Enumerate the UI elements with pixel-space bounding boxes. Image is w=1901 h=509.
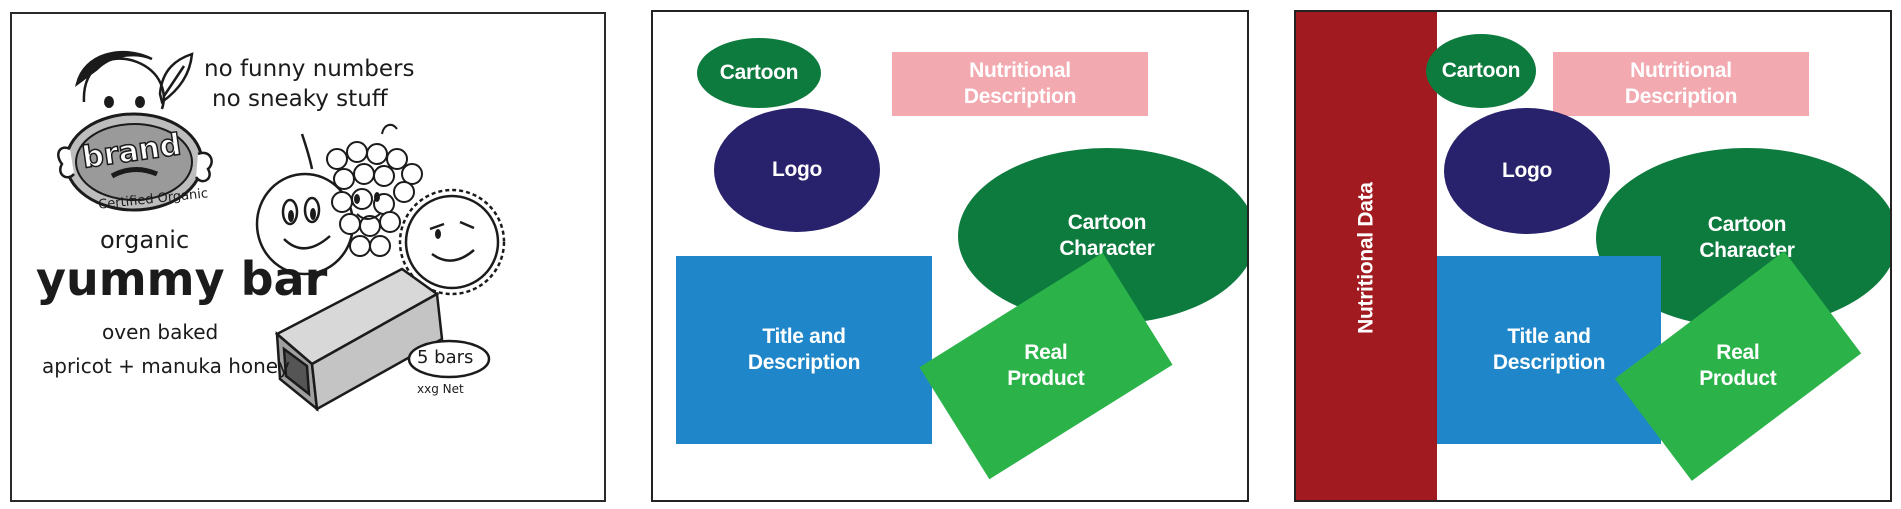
subtitle-line2: apricot + manuka honey: [42, 354, 290, 378]
boy-character-icon: [74, 50, 194, 110]
logo-block: Logo: [714, 108, 880, 232]
title-and-description-block: Title and Description: [1437, 256, 1661, 444]
nutritional-description-block: Nutritional Description: [892, 52, 1148, 116]
cartoon-block: Cartoon: [1426, 34, 1536, 108]
layout-panel-1: Cartoon Nutritional Description Logo Car…: [651, 10, 1249, 502]
nutritional-description-block: Nutritional Description: [1553, 52, 1809, 116]
organic-label: organic: [100, 226, 190, 254]
net-weight-label: xxg Net: [417, 382, 464, 396]
tagline-line1: no funny numbers: [204, 56, 415, 82]
subtitle-line1: oven baked: [102, 320, 219, 344]
sketch-drawing: [57, 50, 506, 412]
cartoon-block: Cartoon: [697, 38, 821, 108]
bars-badge: 5 bars: [417, 347, 474, 368]
cookie-character-icon: [398, 188, 506, 296]
logo-block: Logo: [1444, 108, 1610, 234]
title-and-description-block: Title and Description: [676, 256, 932, 444]
bars-badge-outline: [407, 339, 491, 379]
nutritional-data-block: Nutritional Data: [1296, 12, 1437, 500]
sketch-panel: no funny numbers no sneaky stuff brand C…: [10, 12, 606, 502]
grapes-character-icon: [326, 123, 423, 257]
yummy-bar-product-icon: [274, 267, 444, 412]
tagline-line2: no sneaky stuff: [212, 86, 388, 112]
brand-logo-icon: [57, 112, 213, 212]
product-name: yummy bar: [36, 252, 328, 306]
layout-panel-2: Nutritional Data Cartoon Nutritional Des…: [1294, 10, 1892, 502]
